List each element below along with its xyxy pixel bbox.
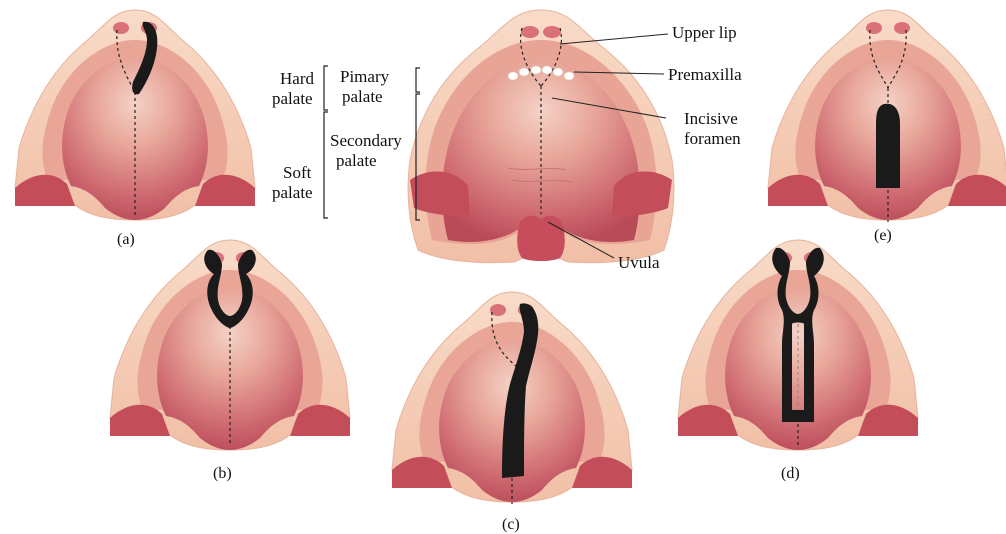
label-foramen: foramen xyxy=(684,129,741,148)
palate-figure-e xyxy=(768,10,1006,222)
label-uvula: Uvula xyxy=(618,253,660,272)
caption-c: (c) xyxy=(502,516,520,533)
label-secondary: Secondary xyxy=(330,131,402,150)
label-hard: Hard xyxy=(280,69,314,88)
label-premaxilla: Premaxilla xyxy=(668,65,742,84)
palate-figure-a xyxy=(15,10,255,220)
palate-figure-b xyxy=(110,240,350,450)
bracket-hard-palate xyxy=(324,66,328,110)
caption-e: (e) xyxy=(874,227,892,244)
label-soft-palate: palate xyxy=(272,183,313,202)
label-incisive: Incisive xyxy=(684,109,738,128)
cleft-mark-e xyxy=(876,104,900,188)
palate-figure-c xyxy=(392,292,632,504)
caption-b: (b) xyxy=(213,465,232,482)
label-primary: Pimary xyxy=(340,67,390,86)
bracket-soft-palate xyxy=(324,112,328,218)
label-soft: Soft xyxy=(283,163,312,182)
palate-figure-d xyxy=(678,240,918,450)
label-upper-lip: Upper lip xyxy=(672,23,737,42)
caption-a: (a) xyxy=(117,231,135,248)
palate-figure-normal xyxy=(408,10,674,263)
label-secondary-palate: palate xyxy=(336,151,377,170)
label-hard-palate: palate xyxy=(272,89,313,108)
caption-d: (d) xyxy=(781,465,800,482)
bracket-primary-palate xyxy=(416,68,420,92)
label-primary-palate: palate xyxy=(342,87,383,106)
